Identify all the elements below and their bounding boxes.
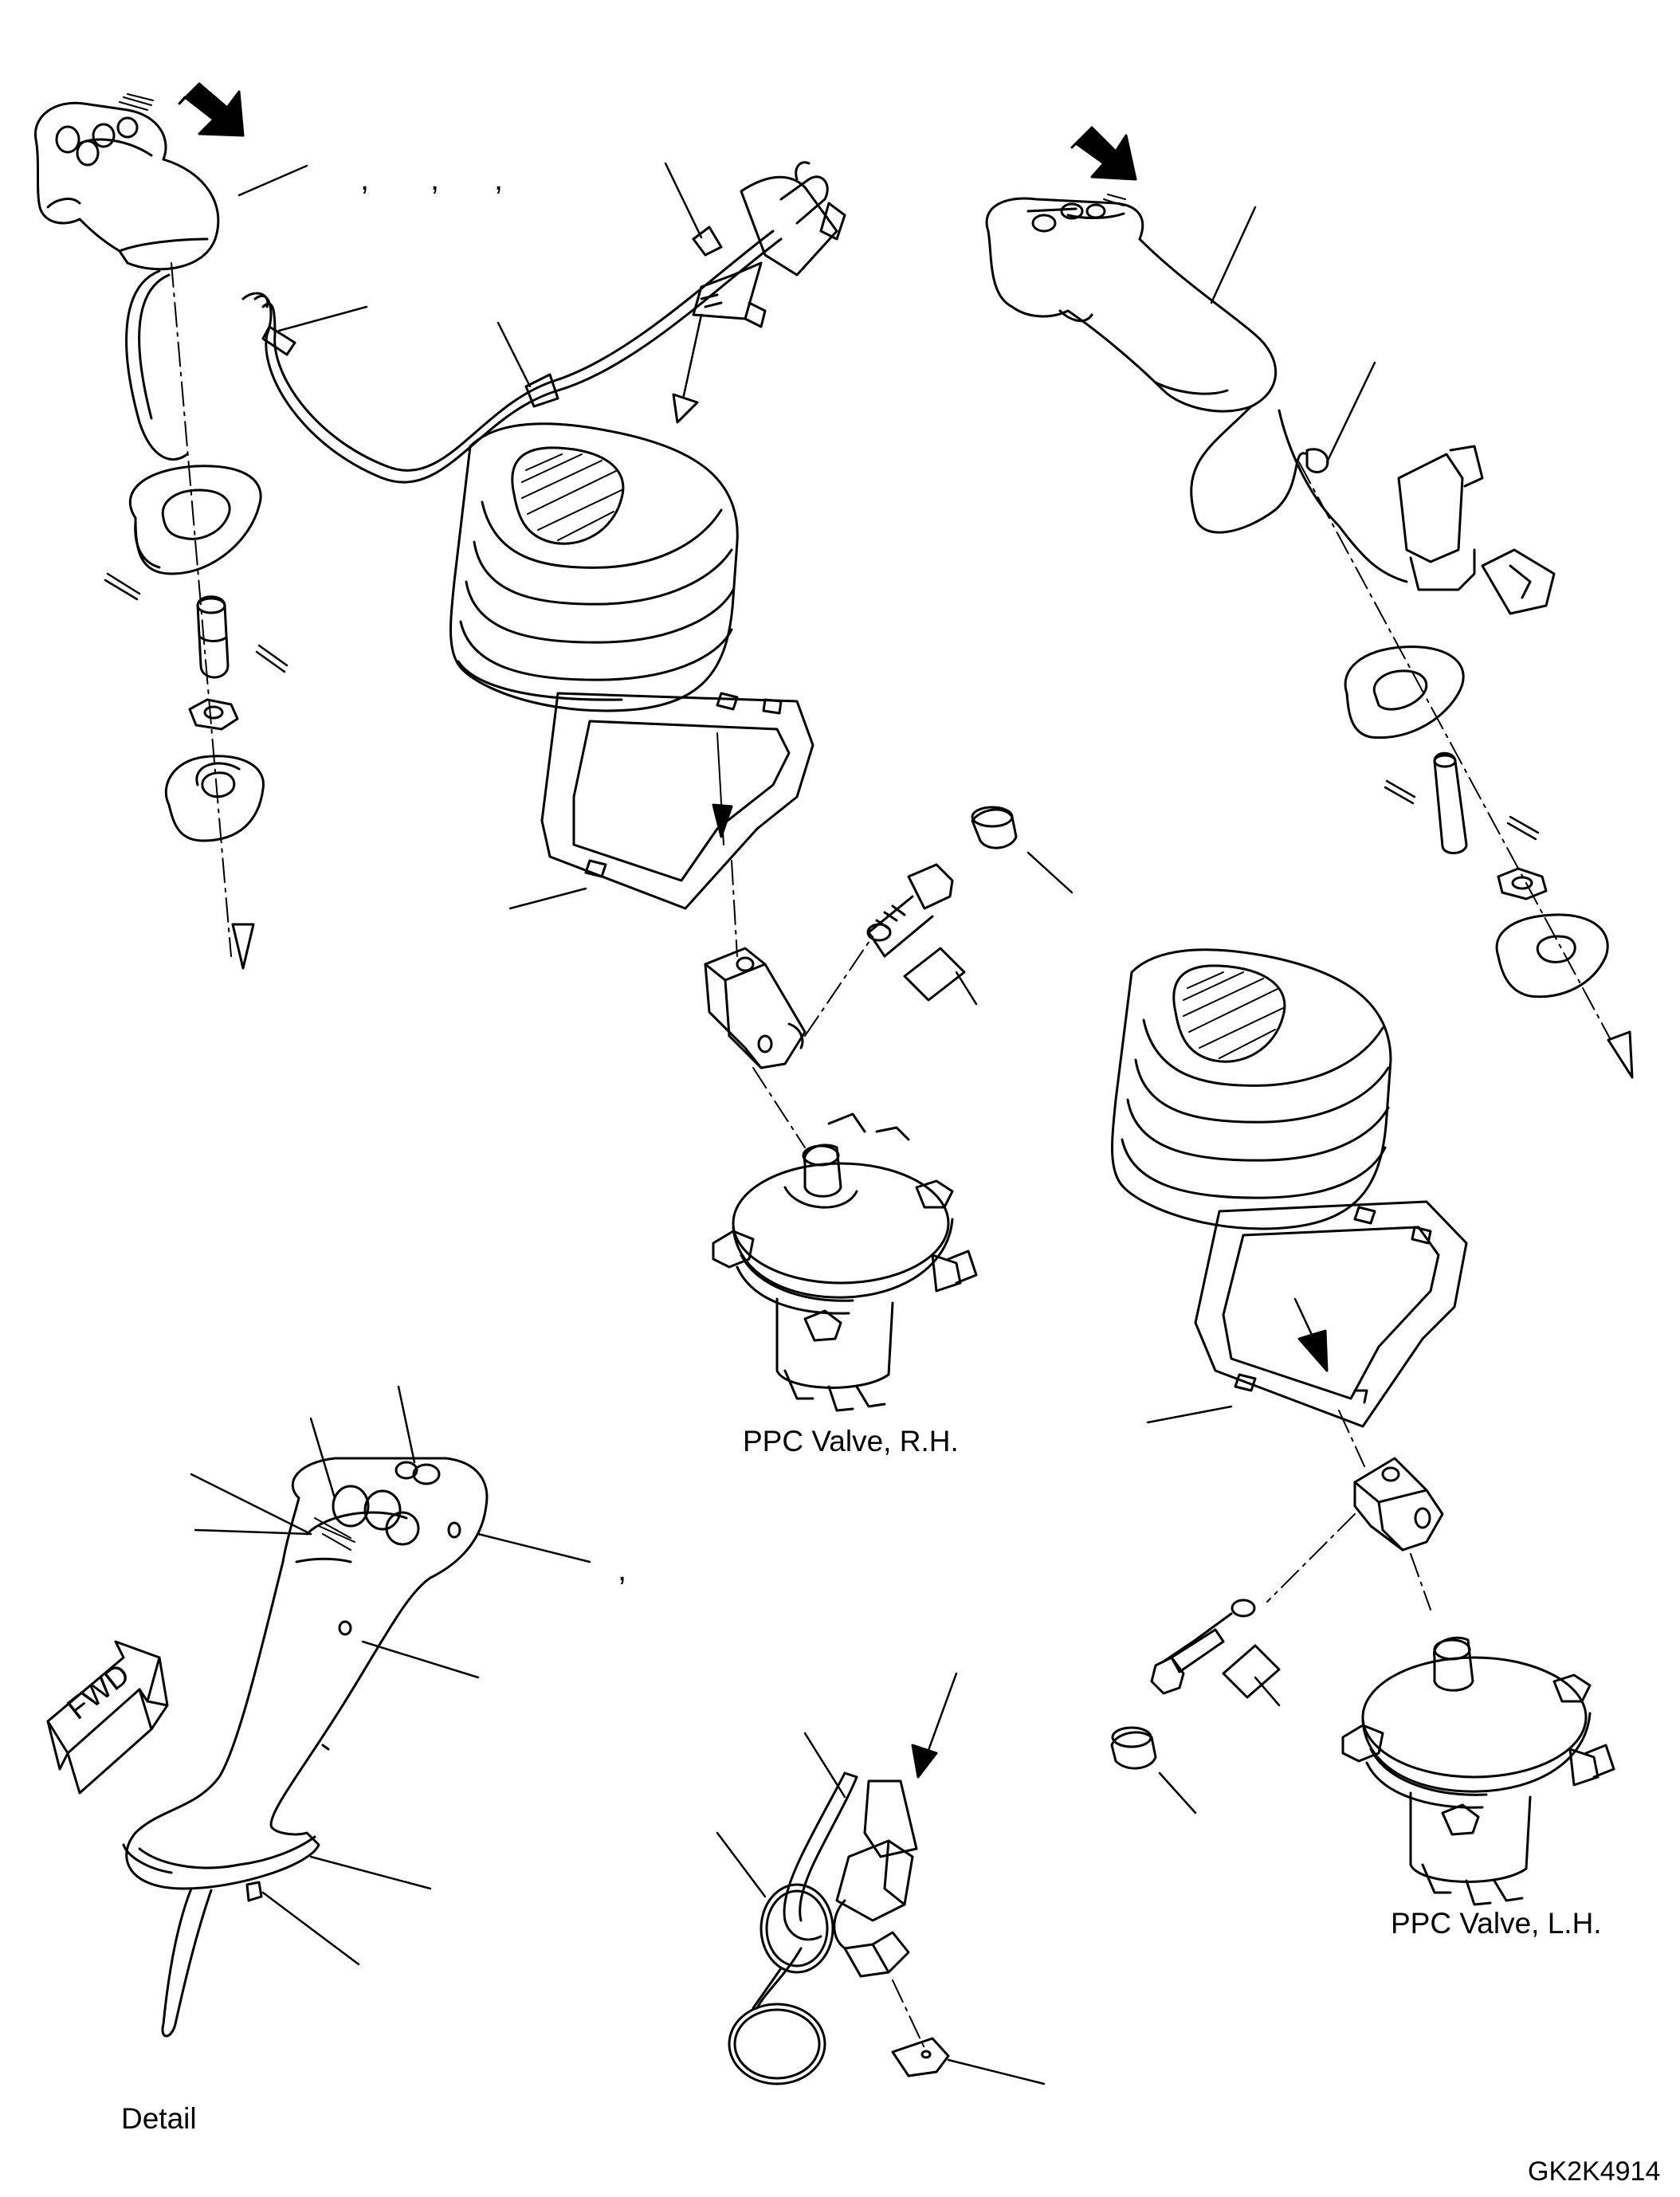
lh-axis-line [1298,461,1627,1069]
rh-boot [449,422,739,712]
harness-axis [892,1979,925,2049]
separator-3: , [494,162,504,197]
rh-bolt-axis [804,936,873,1037]
separator-2: , [430,162,440,197]
ppc-valve-rh-label: PPC Valve, R.H. [743,1425,959,1457]
ppc-valve-lh-drawing [1341,1636,1615,1906]
lh-boot-frame [1146,1200,1468,1428]
rh-lever-shaft-parts [104,572,289,842]
lh-bolt-washer-cap [1110,1599,1281,1814]
frame-arrowhead [712,803,733,838]
ppc-valve-lh-label: PPC Valve, L.H. [1391,1907,1602,1940]
leader-lines-tl [237,162,703,388]
rh-lever-grip-top [33,93,220,271]
drawing-number: GK2K4914 [1528,2156,1661,2187]
switch-harness [728,1771,950,2085]
boot-axis-arrow-rh [680,313,703,408]
lh-lever-grip-top [985,194,1278,413]
ppc-valve-rh-drawing [712,1112,978,1412]
fwd-arrow-icon [46,1640,169,1795]
rh-axis-arrow [231,923,255,970]
rh-grip-harness [125,161,846,484]
rh-axis-line [171,262,232,957]
leader-lines-detail [190,1385,591,1966]
separator-4: , [618,1552,627,1587]
detail-grip [122,1457,489,2038]
lh-block-axis [1266,1410,1431,1610]
rh-grommet [128,465,262,575]
direction-arrow-top-left [178,82,245,137]
lh-axis-arrow [1607,1030,1634,1079]
frame-lh-arrowhead [1297,1329,1329,1372]
harness-arrow [923,1672,958,1763]
direction-arrow-top-right [1070,126,1137,181]
rh-boot-frame [508,692,814,910]
lh-grip-harness [1190,405,1556,615]
leader-lines-tr [1210,206,1376,464]
rh-block-axis [731,860,806,1148]
boot-arrowhead [672,393,699,424]
rh-bolt-washer-cap [866,806,1074,1006]
rh-lever-block [704,947,807,1069]
lh-lever-block [1353,1457,1444,1552]
detail-label: Detail [121,2102,197,2135]
lh-grommet-and-shaft [1344,645,1609,998]
lh-boot [1111,948,1392,1230]
leader-lines-harness [716,1732,1046,2085]
separator-1: , [360,162,370,197]
harness-arrowhead [911,1744,938,1779]
